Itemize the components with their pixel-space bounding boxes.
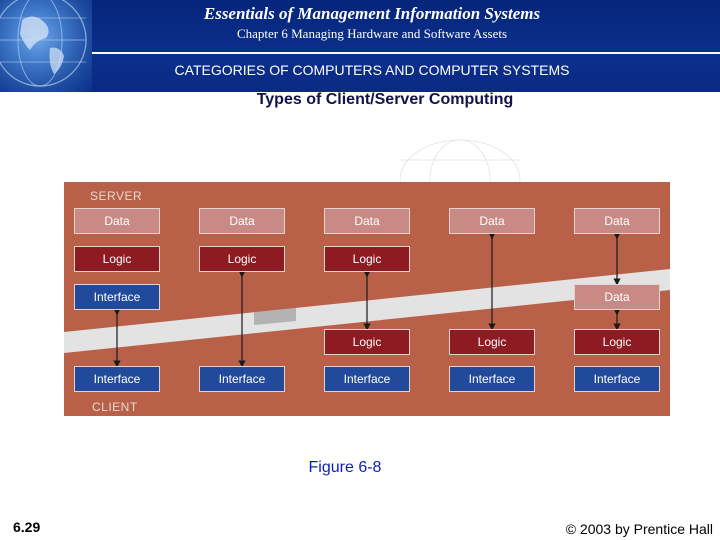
logic-box: Logic xyxy=(74,246,160,272)
header-divider xyxy=(92,52,720,54)
logic-box: Logic xyxy=(574,329,660,355)
slide-title: Essentials of Management Information Sys… xyxy=(203,4,541,23)
interface-box: Interface xyxy=(574,366,660,392)
slide-number: 6.29 xyxy=(13,519,41,535)
server-label: SERVER xyxy=(90,189,143,203)
data-box: Data xyxy=(574,208,660,234)
data-box: Data xyxy=(324,208,410,234)
interface-box: Interface xyxy=(74,366,160,392)
figure-caption: Figure 6-8 xyxy=(308,459,382,476)
chapter-subtitle: Chapter 6 Managing Hardware and Software… xyxy=(236,26,508,41)
section-heading: CATEGORIES OF COMPUTERS AND COMPUTER SYS… xyxy=(174,62,570,78)
interface-box: Interface xyxy=(74,284,160,310)
connector-arrows xyxy=(113,232,621,368)
logic-box: Logic xyxy=(324,246,410,272)
interface-box: Interface xyxy=(199,366,285,392)
globe-logo-icon xyxy=(0,0,92,92)
client-label: CLIENT xyxy=(92,400,138,414)
interface-box: Interface xyxy=(449,366,535,392)
data-box: Data xyxy=(449,208,535,234)
data-box: Data xyxy=(574,284,660,310)
faint-globe-decoration xyxy=(400,139,521,190)
data-box: Data xyxy=(199,208,285,234)
logic-box: Logic xyxy=(449,329,535,355)
logic-box: Logic xyxy=(199,246,285,272)
data-box: Data xyxy=(74,208,160,234)
header-bar: Essentials of Management Information Sys… xyxy=(0,0,720,92)
copyright-notice: © 2003 by Prentice Hall xyxy=(565,521,713,537)
interface-box: Interface xyxy=(324,366,410,392)
diagram-title: Types of Client/Server Computing xyxy=(256,91,514,108)
logic-box: Logic xyxy=(324,329,410,355)
